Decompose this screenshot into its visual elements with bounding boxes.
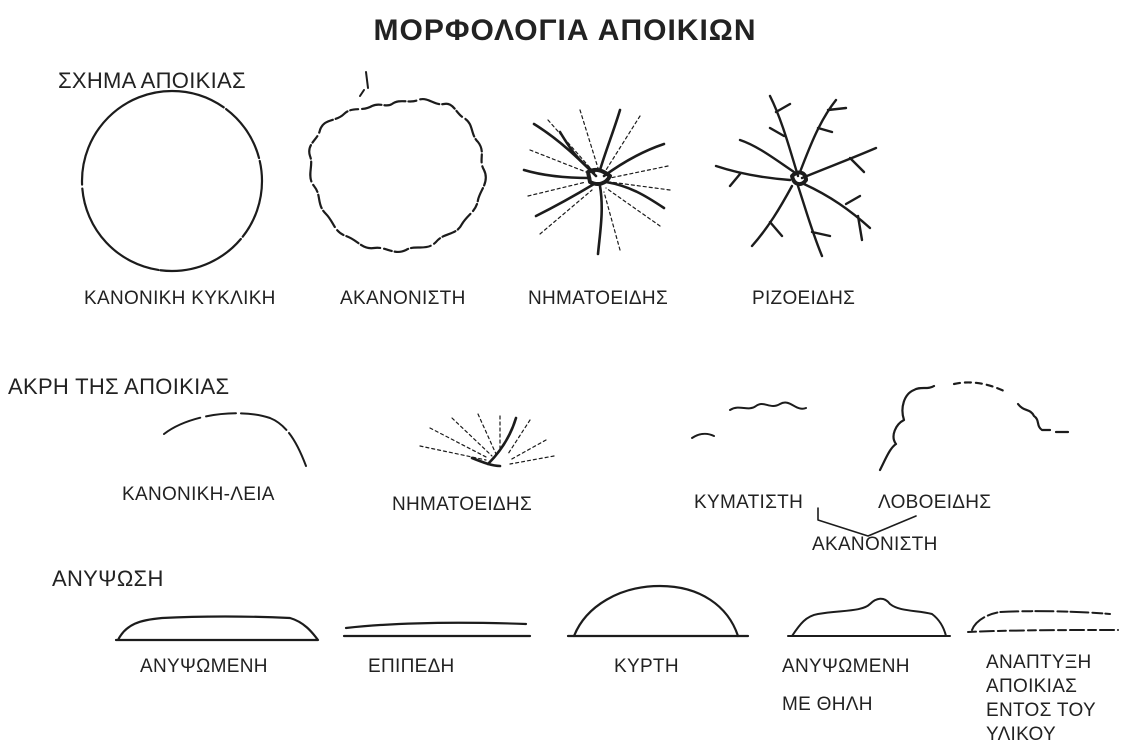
label-umbonate-line1: ΑΝΥΨΩΜΕΝΗ bbox=[782, 656, 910, 678]
label-filamentous-edge: ΝΗΜΑΤΟΕΙΔΗΣ bbox=[392, 494, 532, 516]
label-rhizoid: ΡΙΖΟΕΙΔΗΣ bbox=[752, 288, 855, 310]
circular-colony-drawing bbox=[82, 91, 262, 271]
diagram-title: ΜΟΡΦΟΛΟΓΙΑ ΑΠΟΙΚΙΩΝ bbox=[0, 14, 1130, 48]
label-filamentous: ΝΗΜΑΤΟΕΙΔΗΣ bbox=[528, 288, 668, 310]
label-umbonate-line2: ΜΕ ΘΗΛΗ bbox=[782, 694, 873, 716]
smooth-edge-drawing bbox=[164, 413, 306, 466]
label-embedded-line2: ΑΠΟΙΚΙΑΣ bbox=[986, 676, 1077, 698]
label-raised: ΑΝΥΨΩΜΕΝΗ bbox=[140, 656, 268, 678]
embedded-elevation-drawing bbox=[968, 611, 1118, 632]
elevation-heading: ΑΝΥΨΩΣΗ bbox=[52, 566, 164, 592]
filamentous-edge-drawing bbox=[420, 414, 554, 466]
raised-elevation-drawing bbox=[116, 617, 318, 641]
edge-heading: ΑΚΡΗ ΤΗΣ ΑΠΟΙΚΙΑΣ bbox=[8, 374, 229, 400]
label-embedded-line1: ΑΝΑΠΤΥΞΗ bbox=[986, 652, 1092, 674]
label-irregular: ΑΚΑΝΟΝΙΣΤΗ bbox=[340, 288, 466, 310]
label-circular: ΚΑΝΟΝΙΚΗ ΚΥΚΛΙΚΗ bbox=[84, 288, 276, 310]
umbonate-elevation-drawing bbox=[788, 599, 950, 636]
label-embedded-line3: ΕΝΤΟΣ ΤΟΥ bbox=[986, 700, 1096, 722]
rhizoid-colony-drawing bbox=[716, 96, 876, 256]
irregular-colony-drawing bbox=[309, 72, 486, 252]
label-convex: ΚΥΡΤΗ bbox=[614, 656, 679, 678]
label-lobate-edge: ΛΟΒΟΕΙΔΗΣ bbox=[878, 492, 991, 514]
lobate-edge-drawing bbox=[880, 382, 1068, 470]
flat-elevation-drawing bbox=[344, 623, 530, 636]
label-irregular-edge-group: ΑΚΑΝΟΝΙΣΤΗ bbox=[812, 534, 938, 556]
label-undulate-edge: ΚΥΜΑΤΙΣΤΗ bbox=[694, 492, 803, 514]
filamentous-colony-drawing bbox=[524, 110, 670, 254]
label-smooth-edge: ΚΑΝΟΝΙΚΗ-ΛΕΙΑ bbox=[122, 484, 275, 506]
convex-elevation-drawing bbox=[568, 586, 748, 636]
label-embedded-line4: ΥΛΙΚΟΥ bbox=[986, 724, 1056, 746]
undulate-edge-drawing bbox=[692, 402, 806, 438]
shape-heading: ΣΧΗΜΑ ΑΠΟΙΚΙΑΣ bbox=[58, 68, 246, 94]
label-flat: ΕΠΙΠΕΔΗ bbox=[368, 656, 455, 678]
